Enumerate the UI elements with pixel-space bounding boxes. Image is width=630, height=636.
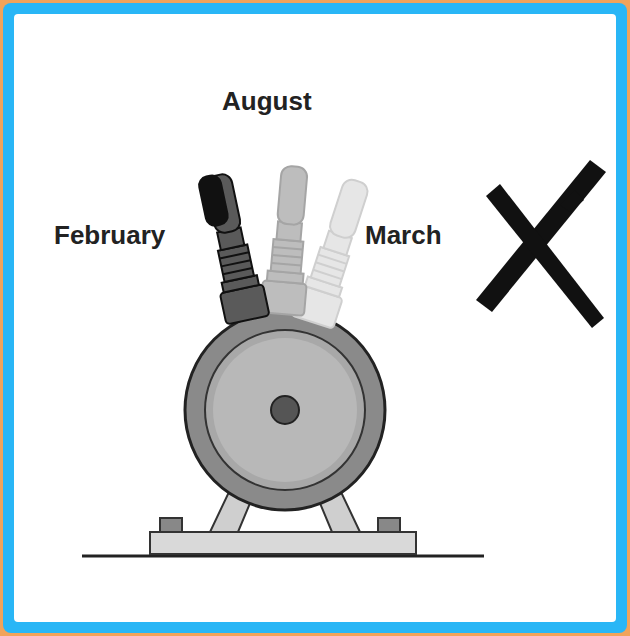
month-label: August	[222, 86, 312, 117]
month-label: March	[365, 220, 442, 251]
month-label: February	[54, 220, 165, 251]
